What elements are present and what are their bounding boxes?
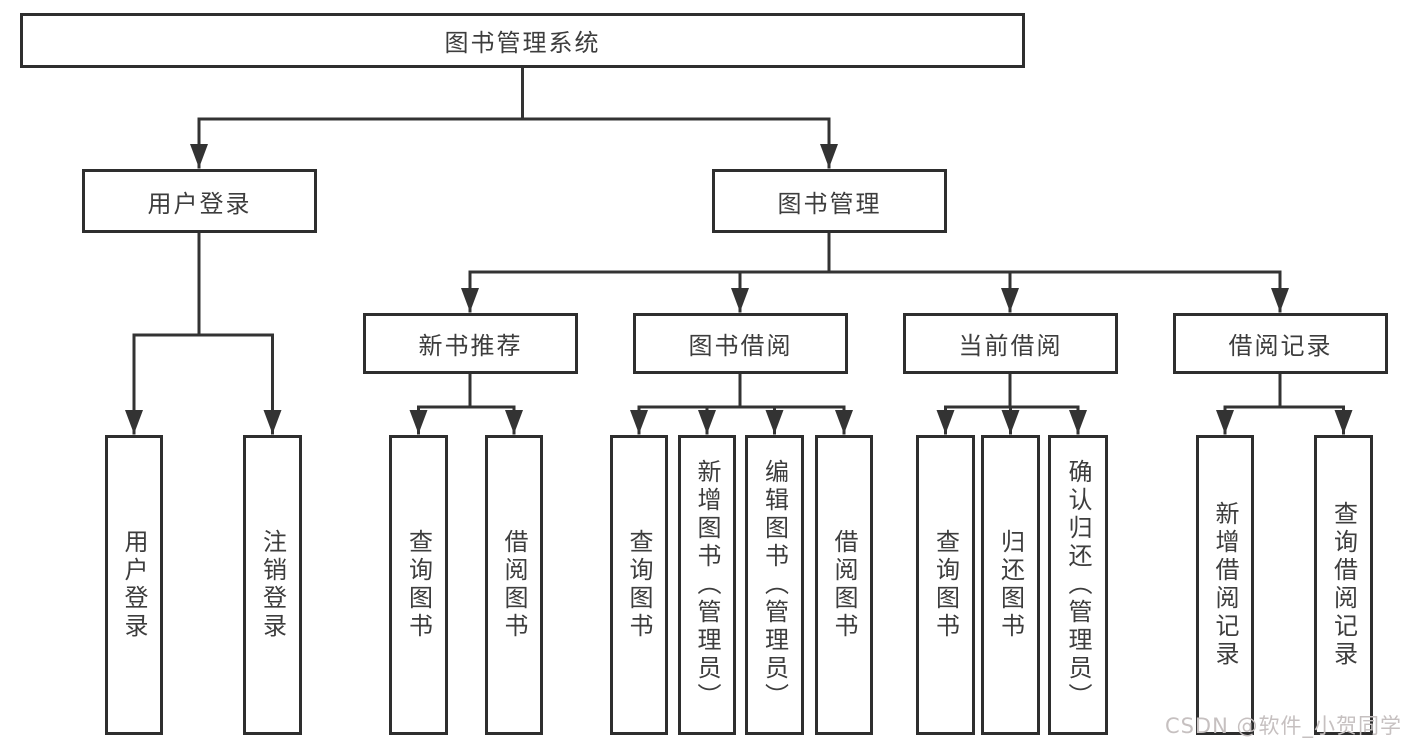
node-current-borrowing: 当前借阅 [903, 313, 1118, 374]
leaf-user-login: 用户登录 [105, 435, 163, 735]
node-new-book-recommend-label: 新书推荐 [418, 332, 523, 360]
node-root-system: 图书管理系统 [20, 13, 1025, 68]
leaf-logout-label: 注销登录 [258, 529, 287, 641]
leaf-return-book-label: 归还图书 [996, 529, 1025, 641]
leaf-search-book-current: 查询图书 [916, 435, 975, 735]
leaf-edit-book-admin: 编辑图书（管理员） [745, 435, 804, 735]
node-new-book-recommend: 新书推荐 [363, 313, 578, 374]
node-borrowing-records: 借阅记录 [1173, 313, 1388, 374]
leaf-search-book-current-label: 查询图书 [931, 529, 960, 641]
leaf-search-borrow-record: 查询借阅记录 [1314, 435, 1373, 735]
node-current-borrowing-label: 当前借阅 [958, 332, 1063, 360]
leaf-user-login-label: 用户登录 [120, 529, 148, 641]
node-user-login-label: 用户登录 [147, 189, 252, 218]
leaf-borrow-book: 借阅图书 [815, 435, 873, 735]
leaf-edit-book-admin-label: 编辑图书（管理员） [760, 459, 789, 711]
leaf-borrow-book-label: 借阅图书 [830, 529, 858, 641]
node-book-management-label: 图书管理 [777, 189, 882, 218]
leaf-search-borrow-record-label: 查询借阅记录 [1329, 501, 1358, 669]
leaf-add-book-admin-label: 新增图书（管理员） [693, 459, 721, 711]
leaf-search-book-recommend: 查询图书 [389, 435, 448, 735]
leaf-return-book: 归还图书 [981, 435, 1040, 735]
leaf-confirm-return-admin-label: 确认归还（管理员） [1064, 459, 1092, 711]
leaf-logout: 注销登录 [243, 435, 302, 735]
node-borrowing-records-label: 借阅记录 [1228, 332, 1333, 360]
leaf-add-borrow-record: 新增借阅记录 [1196, 435, 1254, 735]
node-root-label: 图书管理系统 [444, 29, 601, 57]
leaf-search-book-borrowing-label: 查询图书 [625, 529, 653, 641]
leaf-add-borrow-record-label: 新增借阅记录 [1211, 501, 1239, 669]
csdn-watermark: CSDN @软件_小贺同学 [1164, 714, 1402, 738]
leaf-search-book-recommend-label: 查询图书 [404, 529, 433, 641]
leaf-search-book-borrowing: 查询图书 [610, 435, 668, 735]
node-book-borrowing-label: 图书借阅 [688, 332, 793, 360]
node-book-borrowing: 图书借阅 [633, 313, 848, 374]
node-user-login: 用户登录 [82, 169, 317, 233]
node-book-management: 图书管理 [712, 169, 947, 233]
leaf-borrow-book-recommend: 借阅图书 [485, 435, 543, 735]
leaf-add-book-admin: 新增图书（管理员） [678, 435, 736, 735]
leaf-borrow-book-recommend-label: 借阅图书 [500, 529, 528, 641]
leaf-confirm-return-admin: 确认归还（管理员） [1048, 435, 1108, 735]
